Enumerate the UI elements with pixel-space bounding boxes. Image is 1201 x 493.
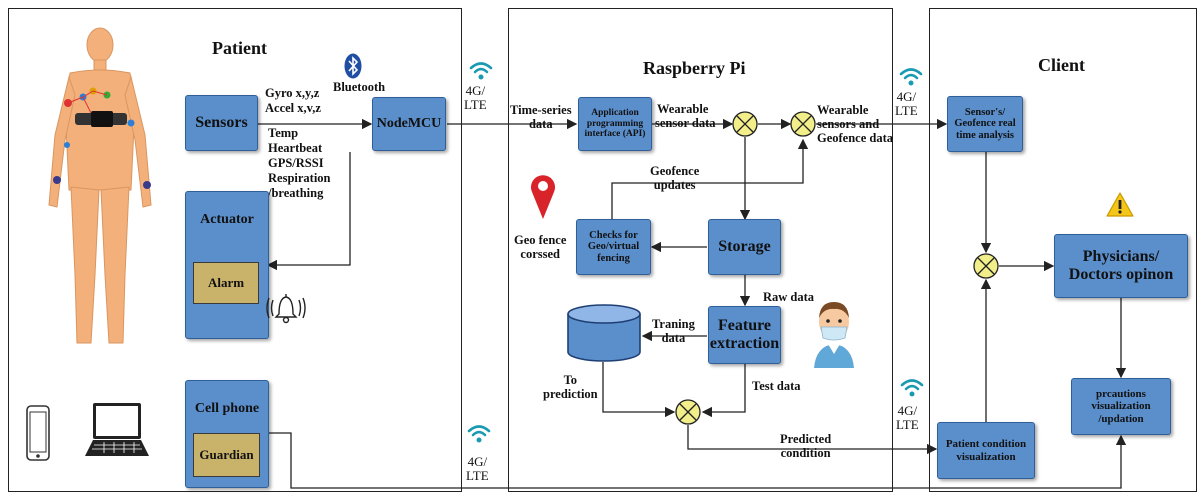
wearable-geofence-line1: Wearable: [817, 103, 869, 117]
precautions-box: prcautions visualization /updation: [1071, 378, 1171, 435]
predicted-line1: Predicted: [780, 432, 832, 446]
test-data-label: Test data: [752, 379, 801, 393]
nodemcu-box: NodeMCU: [372, 97, 446, 151]
wearable-sensor-label: Wearable sensor data: [655, 102, 716, 131]
patient-panel: [8, 8, 462, 492]
alarm-bell-icon: [266, 294, 306, 324]
to-prediction-line2: prediction: [543, 386, 598, 401]
wearable-geofence-line2: sensors and: [817, 116, 880, 131]
realtime-analysis-box: Sensor's/ Geofence real time analysis: [947, 96, 1023, 152]
raw-data-label: Raw data: [763, 290, 815, 304]
wearable-sensor-line1: Wearable: [657, 102, 709, 116]
wearable-sensor-line2: sensor data: [655, 115, 716, 130]
client-panel: [929, 8, 1197, 492]
reading-accel: Accel x,v,z: [265, 101, 321, 115]
training-line2: data: [661, 330, 686, 345]
human-body-illustration: [48, 27, 152, 344]
network-label-3-line2: LTE: [895, 103, 918, 119]
training-line1: Traning: [652, 317, 695, 331]
predicted-line2: condition: [780, 445, 831, 460]
predicted-condition-label: Predicted condition: [780, 432, 832, 461]
raspberry-heading: Raspberry Pi: [643, 58, 746, 78]
raspberry-panel: [508, 8, 893, 492]
storage-box: Storage: [708, 219, 781, 275]
wifi-icon-2: [467, 425, 491, 443]
network-label-4: 4G/ LTE: [896, 403, 919, 433]
network-label-2-line2: LTE: [466, 468, 489, 484]
wifi-icon-3: [899, 68, 923, 86]
network-label-1-line2: LTE: [464, 97, 487, 113]
to-prediction-line1: To: [563, 373, 578, 387]
feature-extraction-box: Feature extraction: [708, 306, 781, 364]
api-box: Application programming interface (API): [578, 97, 652, 151]
training-data-label: Traning data: [652, 317, 695, 346]
location-pin-icon: [531, 175, 555, 219]
reading-heartbeat: Heartbeat: [268, 141, 323, 155]
network-label-3-line1: 4G/: [896, 89, 917, 104]
client-heading: Client: [1038, 55, 1085, 75]
network-label-3: 4G/ LTE: [895, 89, 918, 119]
smartphone-icon: [26, 405, 50, 461]
reading-respiration: Respiration: [268, 171, 331, 185]
reading-gyro: Gyro x,y,z: [265, 86, 320, 100]
network-label-1-line1: 4G/: [465, 83, 486, 98]
laptop-icon: [85, 403, 149, 456]
cell-phone-label: Cell phone: [194, 401, 260, 416]
to-prediction-label: To prediction: [543, 373, 598, 402]
wifi-icon-1: [469, 62, 493, 80]
wearable-geofence-line3: Geofence data: [817, 130, 894, 145]
actuator-label: Actuator: [200, 212, 254, 227]
time-series-line2: data: [528, 116, 553, 131]
bluetooth-label: Bluetooth: [333, 80, 386, 94]
network-label-4-line1: 4G/: [897, 403, 918, 418]
physicians-box: Physicians/ Doctors opinon: [1054, 234, 1188, 298]
geofence-updates-label: Geofence updates: [650, 164, 700, 193]
wearable-geofence-label: Wearable sensors and Geofence data: [817, 103, 894, 145]
reading-breathing: /breathing: [268, 186, 324, 200]
wifi-icon-4: [900, 379, 924, 397]
geo-crossed-line1: Geo fence: [514, 233, 567, 247]
reading-gps: GPS/RSSI: [268, 156, 324, 170]
network-label-2: 4G/ LTE: [466, 454, 489, 484]
sensor-readings-list: Gyro x,y,z Accel x,v,z Temp Heartbeat GP…: [265, 86, 331, 200]
guardian-box: Guardian: [193, 433, 260, 477]
patient-heading: Patient: [212, 38, 267, 58]
geo-crossed-line2: corssed: [520, 246, 560, 261]
sensors-box: Sensors: [185, 95, 258, 151]
network-label-2-line1: 4G/: [467, 454, 488, 469]
patient-visualization-box: Patient condition visualization: [937, 422, 1035, 479]
masked-person-icon: [814, 302, 854, 368]
geofence-updates-line2: updates: [653, 177, 696, 192]
time-series-line1: Time-series: [510, 103, 572, 117]
geofence-check-box: Checks for Geo/virtual fencing: [576, 219, 651, 275]
reading-temp: Temp: [268, 126, 299, 140]
alarm-box: Alarm: [193, 262, 259, 304]
bluetooth-icon: [344, 53, 362, 79]
database-icon: [567, 304, 641, 362]
time-series-label: Time-series data: [510, 103, 572, 132]
warning-icon: [1106, 192, 1134, 217]
network-label-4-line2: LTE: [896, 417, 919, 433]
geo-crossed-label: Geo fence corssed: [514, 233, 567, 262]
network-label-1: 4G/ LTE: [464, 83, 487, 113]
geofence-updates-line1: Geofence: [650, 164, 700, 178]
